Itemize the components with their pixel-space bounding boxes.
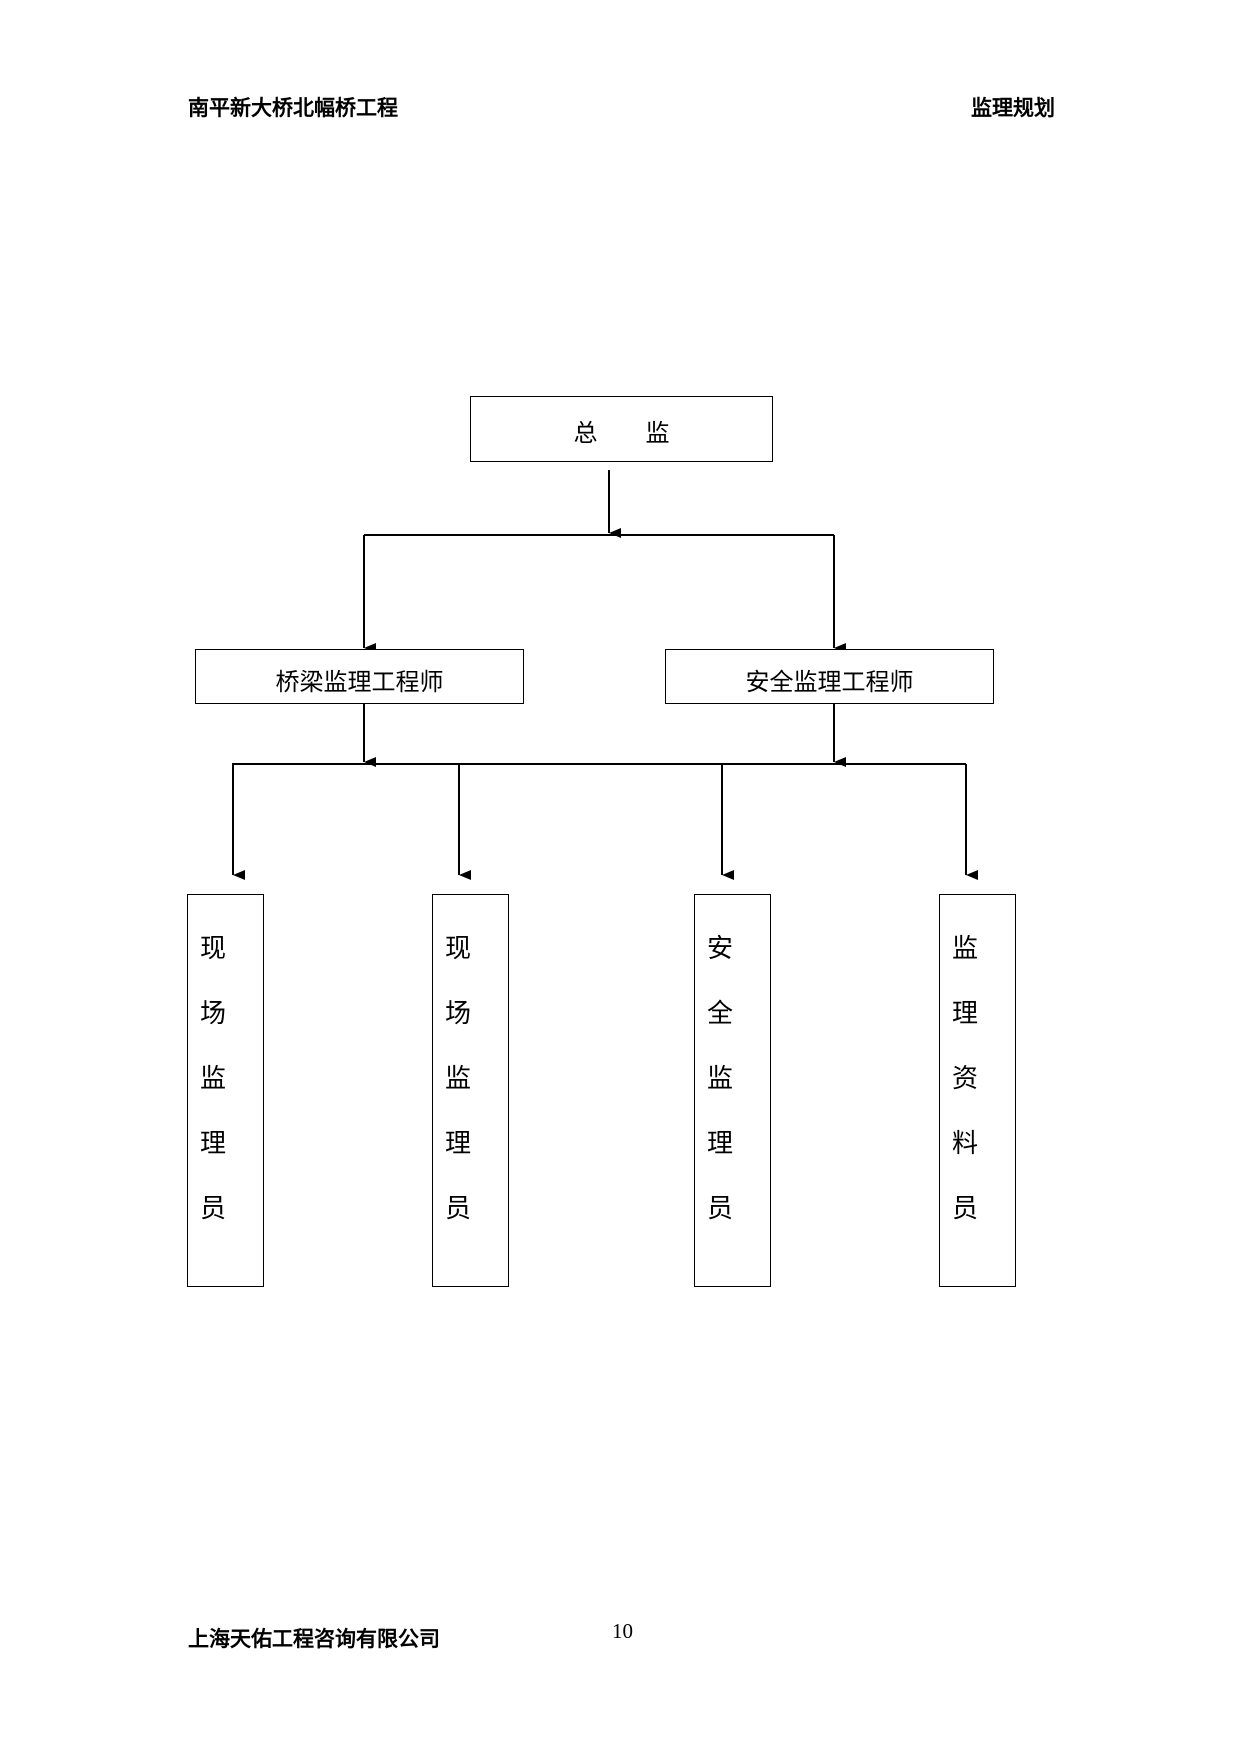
site-supervisor-1-box: 现场监理员 — [187, 894, 264, 1287]
records-clerk-label: 监理资料员 — [952, 934, 979, 1224]
bridge-engineer-box: 桥梁监理工程师 — [195, 649, 524, 704]
safety-engineer-label: 安全监理工程师 — [745, 668, 914, 696]
document-footer-company: 上海天佑工程咨询有限公司 — [188, 1627, 440, 1651]
bridge-engineer-label: 桥梁监理工程师 — [275, 668, 444, 696]
records-clerk-box: 监理资料员 — [939, 894, 1016, 1287]
safety-supervisor-label: 安全监理员 — [707, 934, 734, 1224]
document-header-doc-type: 监理规划 — [971, 96, 1055, 120]
chief-supervisor-box: 总 监 — [470, 396, 773, 462]
safety-engineer-box: 安全监理工程师 — [665, 649, 994, 704]
page-number: 10 — [612, 1619, 633, 1643]
chief-supervisor-label: 总 监 — [573, 419, 670, 447]
site-supervisor-2-label: 现场监理员 — [445, 934, 472, 1224]
site-supervisor-1-label: 现场监理员 — [200, 934, 227, 1224]
document-header-project: 南平新大桥北幅桥工程 — [188, 96, 398, 120]
safety-supervisor-box: 安全监理员 — [694, 894, 771, 1287]
site-supervisor-2-box: 现场监理员 — [432, 894, 509, 1287]
